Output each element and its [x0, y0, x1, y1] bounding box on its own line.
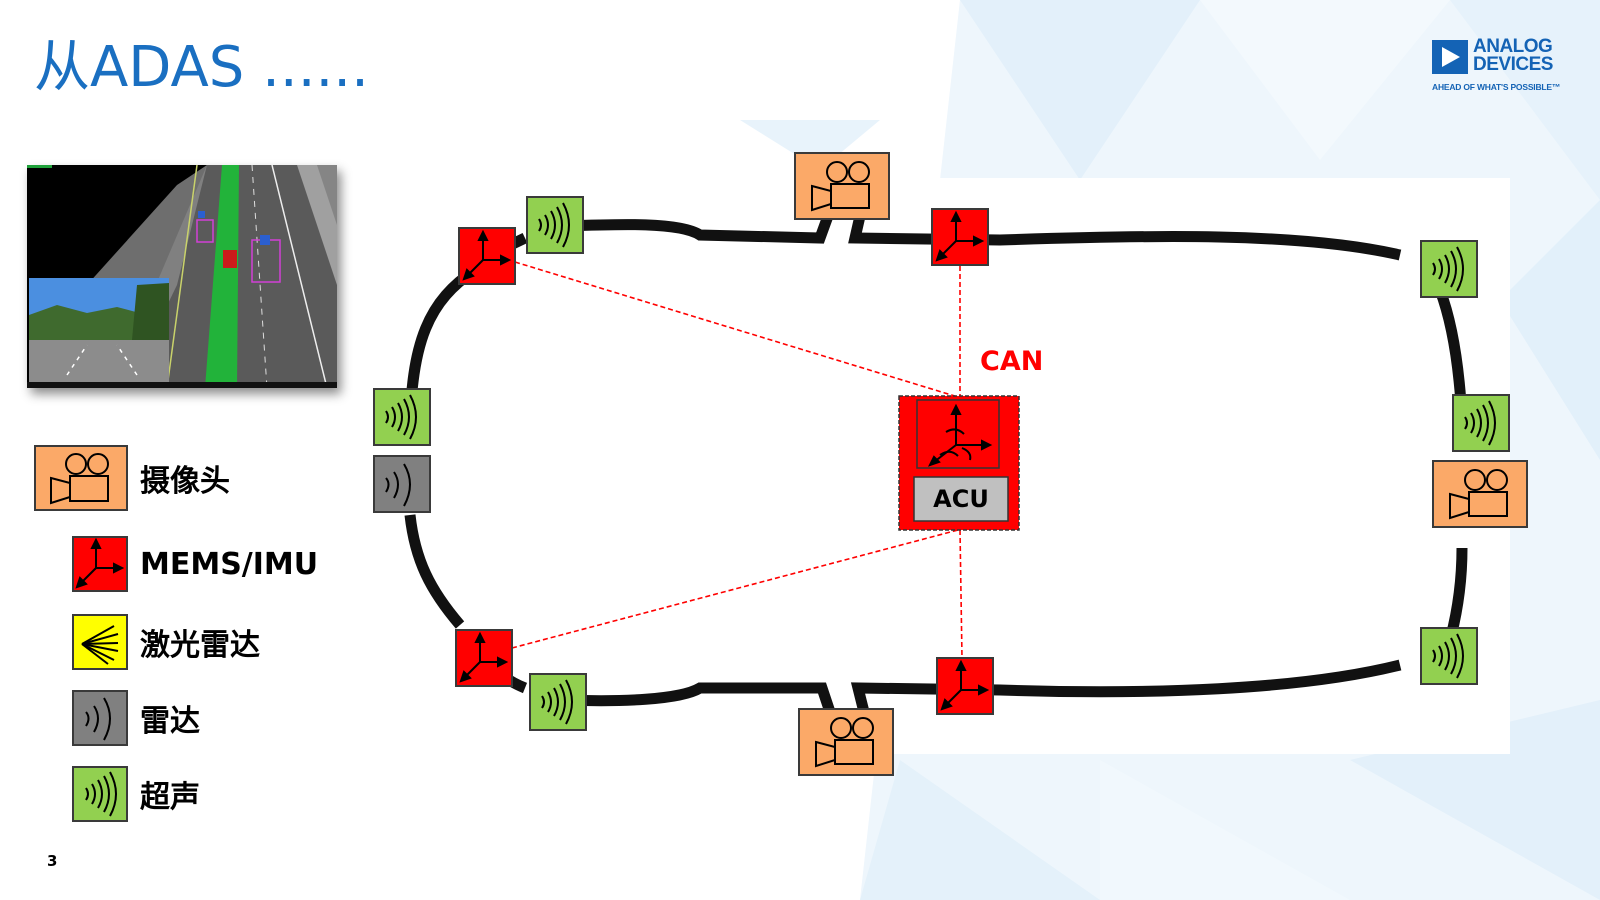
legend-item-camera: 摄像头 [34, 445, 230, 511]
legend-item-radar: 雷达 [72, 690, 200, 746]
adas-visualization-image [27, 165, 337, 388]
legend-label: 雷达 [140, 704, 200, 739]
camera-icon [34, 445, 128, 511]
ultrasonic-sensor-rear-left [1420, 240, 1478, 298]
camera-sensor-left-mirror [794, 152, 890, 220]
ultrasonic-sensor-rear-right [1420, 627, 1478, 685]
can-bus-label: CAN [980, 346, 1044, 377]
ultrasonic-sensor-front-left [526, 196, 584, 254]
camera-sensor-right-mirror [798, 708, 894, 776]
slide-title: 从ADAS ...... [34, 35, 369, 100]
legend-label: 摄像头 [140, 464, 230, 499]
legend-label: 激光雷达 [140, 628, 260, 663]
legend-label: 超声 [140, 780, 200, 815]
radar-icon [72, 690, 128, 746]
ultrasonic-sensor-front-right [529, 673, 587, 731]
legend-label: MEMS/IMU [140, 546, 319, 582]
page-number: 3 [47, 852, 58, 870]
imu-sensor-front-left [458, 227, 516, 285]
logo-tagline: AHEAD OF WHAT'S POSSIBLE™ [1432, 82, 1561, 92]
can-bus-lines [511, 261, 963, 659]
acu-module [898, 395, 1020, 531]
imu-sensor-right-side [936, 657, 994, 715]
lidar-icon [72, 614, 128, 670]
logo-wordmark: ANALOG DEVICES [1473, 36, 1553, 75]
legend-item-imu: MEMS/IMU [72, 536, 318, 592]
ultrasonic-icon [72, 766, 128, 822]
play-triangle-icon [1432, 40, 1468, 74]
imu-sensor-left-side [931, 208, 989, 266]
imu-axes-icon [72, 536, 128, 592]
legend-item-lidar: 激光雷达 [72, 614, 260, 670]
ultrasonic-sensor-rear-center [1452, 394, 1510, 452]
legend-item-ultrasonic: 超声 [72, 766, 200, 822]
analog-devices-logo: ANALOG DEVICES AHEAD OF WHAT'S POSSIBLE™ [1432, 36, 1572, 94]
acu-label: ACU [933, 485, 989, 513]
camera-sensor-rear [1432, 460, 1528, 528]
imu-sensor-front-right [455, 629, 513, 687]
radar-sensor-front [373, 455, 431, 513]
imu-6axis-icon [928, 403, 993, 467]
lidar-road-view [27, 165, 337, 388]
ultrasonic-sensor-front-center [373, 388, 431, 446]
